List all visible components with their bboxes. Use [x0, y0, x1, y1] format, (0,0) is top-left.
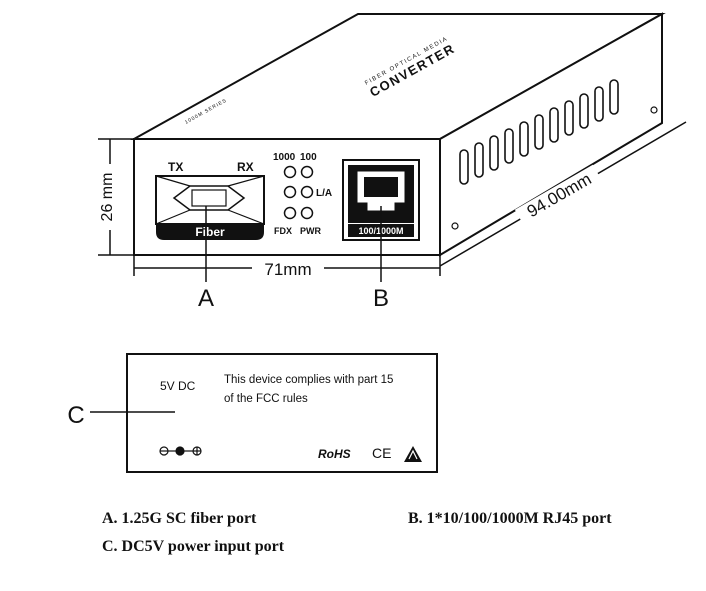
fcc-text-line2: of the FCC rules [224, 393, 308, 405]
led-indicator-icon [300, 165, 314, 179]
led-label-fdx: FDX [274, 226, 292, 236]
legend-item-a: A. 1.25G SC fiber port [102, 510, 257, 527]
fcc-text-line1: This device complies with part 15 [224, 374, 393, 386]
led-indicator-icon [283, 165, 297, 179]
rj45-port: 100/1000M [342, 159, 420, 241]
esd-warning-icon [404, 446, 422, 462]
width-dimension-label: 71mm [264, 260, 311, 279]
rear-panel [126, 353, 438, 473]
power-input-label: 5V DC [160, 379, 196, 393]
side-vents [459, 79, 619, 185]
callout-lines [205, 206, 382, 282]
height-dimension-label: 26 mm [99, 173, 116, 222]
ce-mark: CE [372, 445, 391, 461]
dc-polarity-icon [159, 446, 202, 456]
led-indicator-icon [283, 185, 297, 199]
fiber-label: Fiber [195, 225, 225, 239]
callout-c-label: C [67, 402, 84, 429]
led-label-1000: 1000 [273, 152, 296, 163]
screw-icon [451, 222, 459, 230]
legend-item-c: C. DC5V power input port [102, 538, 285, 555]
led-label-pwr: PWR [300, 226, 321, 236]
callout-b-label: B [373, 285, 389, 312]
rohs-mark: RoHS [318, 447, 351, 461]
fiber-tx-label: TX [168, 160, 183, 174]
led-group: 1000 100 L/A FDX PWR [273, 152, 332, 236]
device-side-face [439, 12, 663, 257]
callout-a-label: A [198, 285, 214, 312]
led-indicator-icon [283, 206, 297, 220]
fiber-rx-label: RX [237, 160, 254, 174]
screw-icon [650, 106, 658, 114]
led-label-la: L/A [316, 188, 332, 199]
led-indicator-icon [300, 206, 314, 220]
led-label-100: 100 [300, 152, 317, 163]
legend-item-b: B. 1*10/100/1000M RJ45 port [408, 510, 612, 527]
fiber-port: TX RX Fiber [155, 160, 265, 240]
led-indicator-icon [300, 185, 314, 199]
